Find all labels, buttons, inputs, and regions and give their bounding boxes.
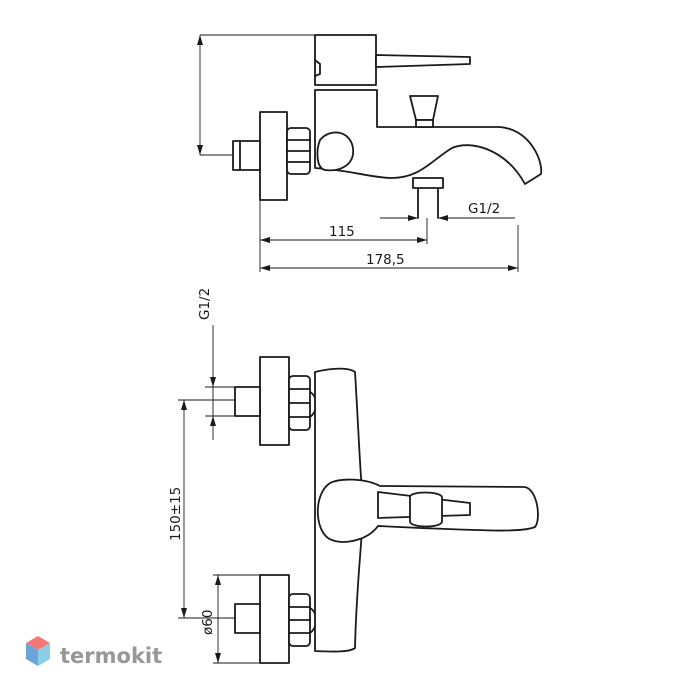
watermark: termokit [26,636,162,668]
front-center-distance-label: 150±15 [168,487,184,541]
side-overall-depth-label: 178,5 [366,252,405,268]
front-top-flange [259,356,290,446]
brand-name: termokit [60,644,162,668]
side-lever-handle [375,54,471,68]
side-wall-flange [259,111,288,201]
front-thread-label: G1/2 [197,288,213,320]
side-outlet-width-label: 115 [329,224,355,240]
front-view: G1/2 150±15 ø60 [168,288,539,664]
side-view: G1/2 115 178,5 [197,34,543,272]
front-top-inlet [234,386,261,417]
termokit-logo-icon [26,636,50,666]
side-body-bulge [316,131,354,172]
side-thread-label: G1/2 [468,201,500,217]
front-flange-diameter-label: ø60 [200,610,216,635]
side-outlet-nozzle [412,177,444,189]
front-diverter-knob [409,491,443,528]
side-cartridge-housing [314,34,377,86]
side-mixer-body [314,89,543,185]
side-diverter-stem [415,119,434,128]
front-bottom-inlet [234,603,261,634]
side-inlet-pipe [232,140,261,171]
front-bottom-flange [259,574,290,664]
side-diverter-knob [409,95,439,121]
